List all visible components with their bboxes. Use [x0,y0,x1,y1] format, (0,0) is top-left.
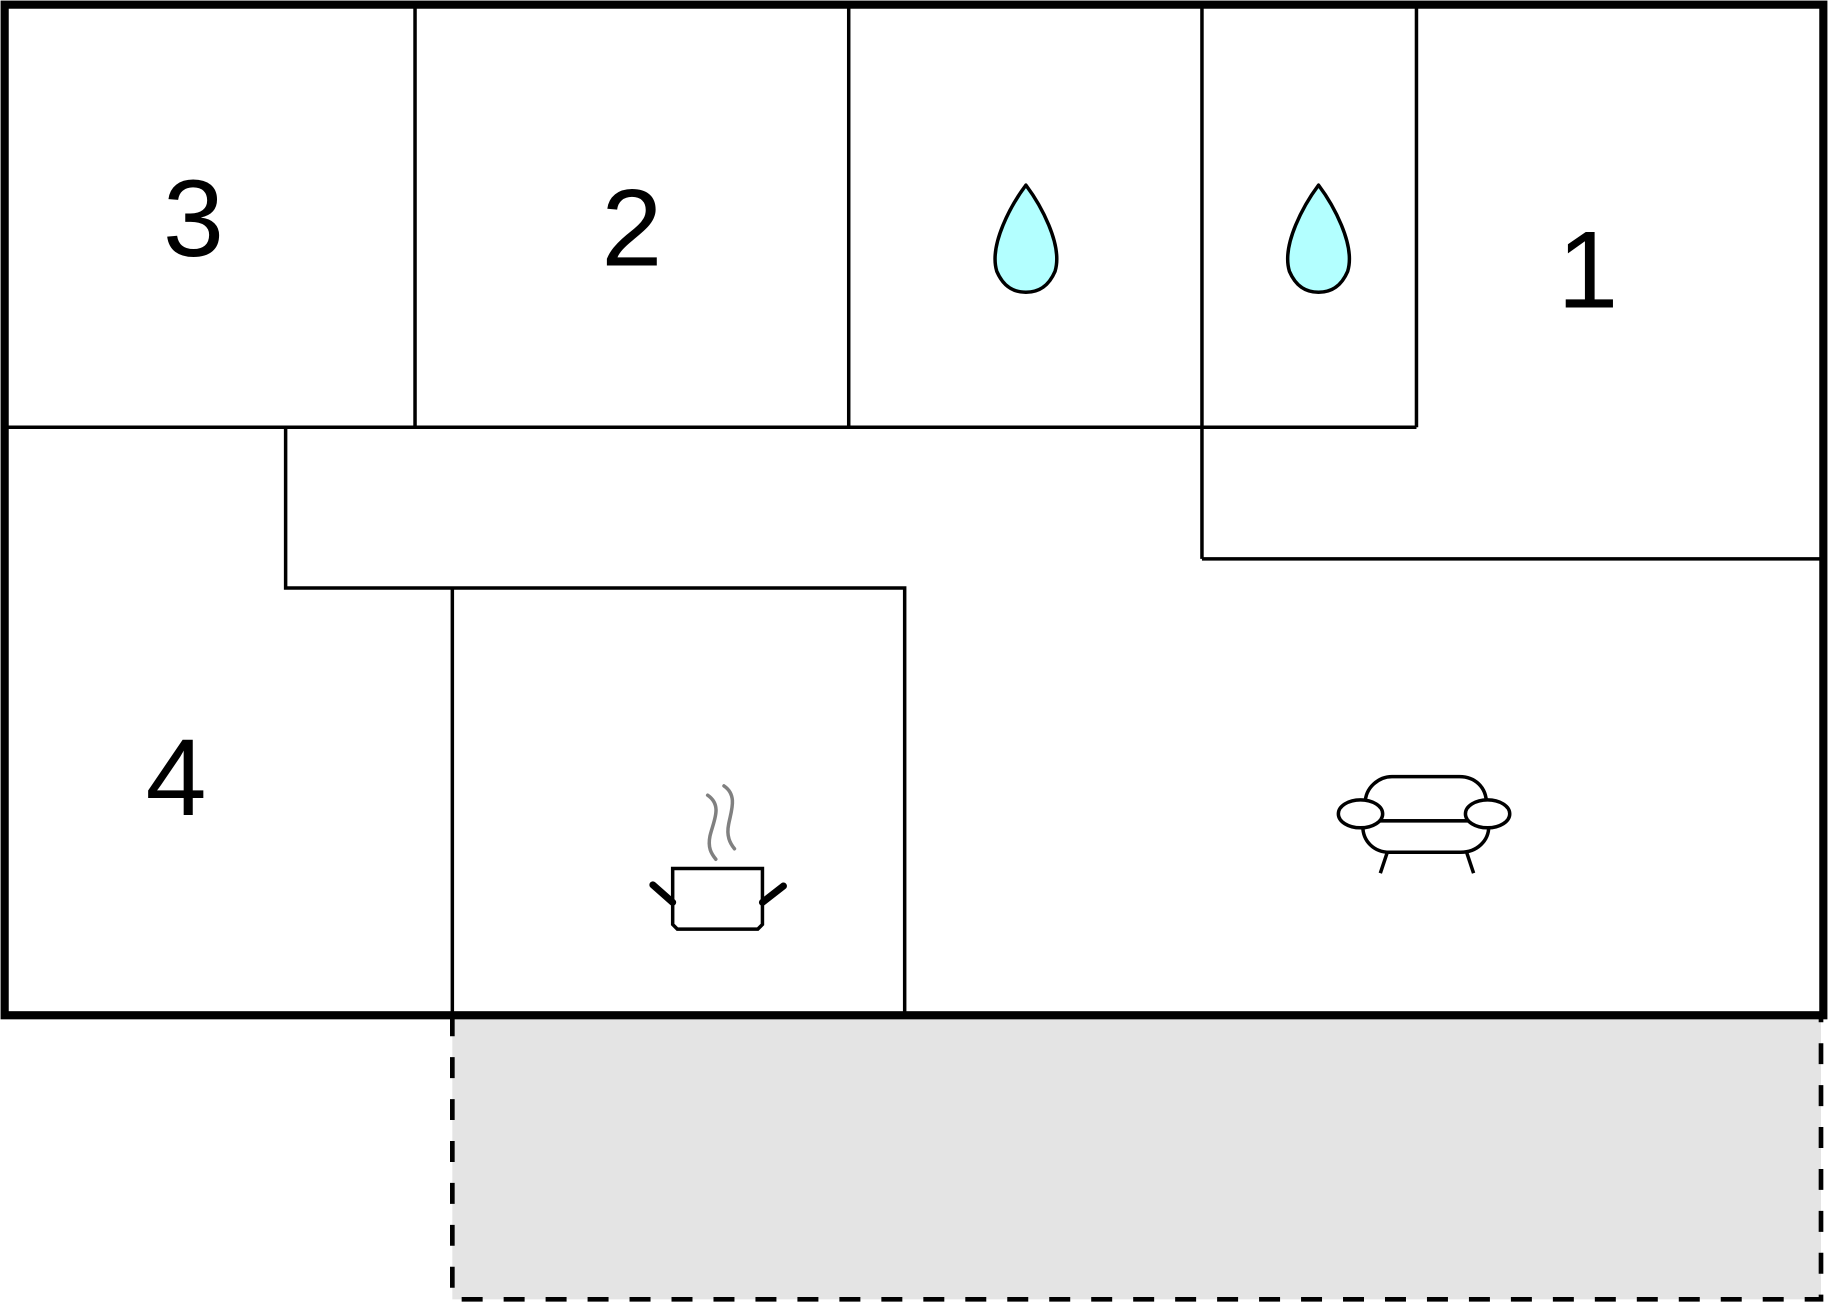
room-label-2: 2 [601,168,662,290]
terrace [450,1015,1824,1302]
water-drop-icon [1286,183,1351,294]
sofa-leg [1378,851,1389,874]
sofa-leg [1464,851,1476,874]
sofa-arm-right [1463,798,1512,830]
room-label-1: 1 [1557,209,1618,331]
pot-handle-left [649,881,677,906]
water-drop-icon [993,183,1059,294]
sofa-arm-left [1336,798,1385,830]
steam-line [705,793,718,861]
steam-line [722,784,737,851]
sofa-icon [1336,774,1512,874]
wall [283,427,907,1016]
room-label-3: 3 [163,158,224,280]
outer-wall [0,0,1828,1020]
room-label-4: 4 [146,717,207,839]
pot-body [670,866,765,931]
sofa-seat [1361,819,1491,855]
cooking-pot-icon [649,784,787,931]
pot-handle-right [758,882,787,906]
terrace-area [452,1015,1822,1300]
interior-walls [4,4,1824,1016]
terrace-dashed-border [450,1015,1824,1302]
